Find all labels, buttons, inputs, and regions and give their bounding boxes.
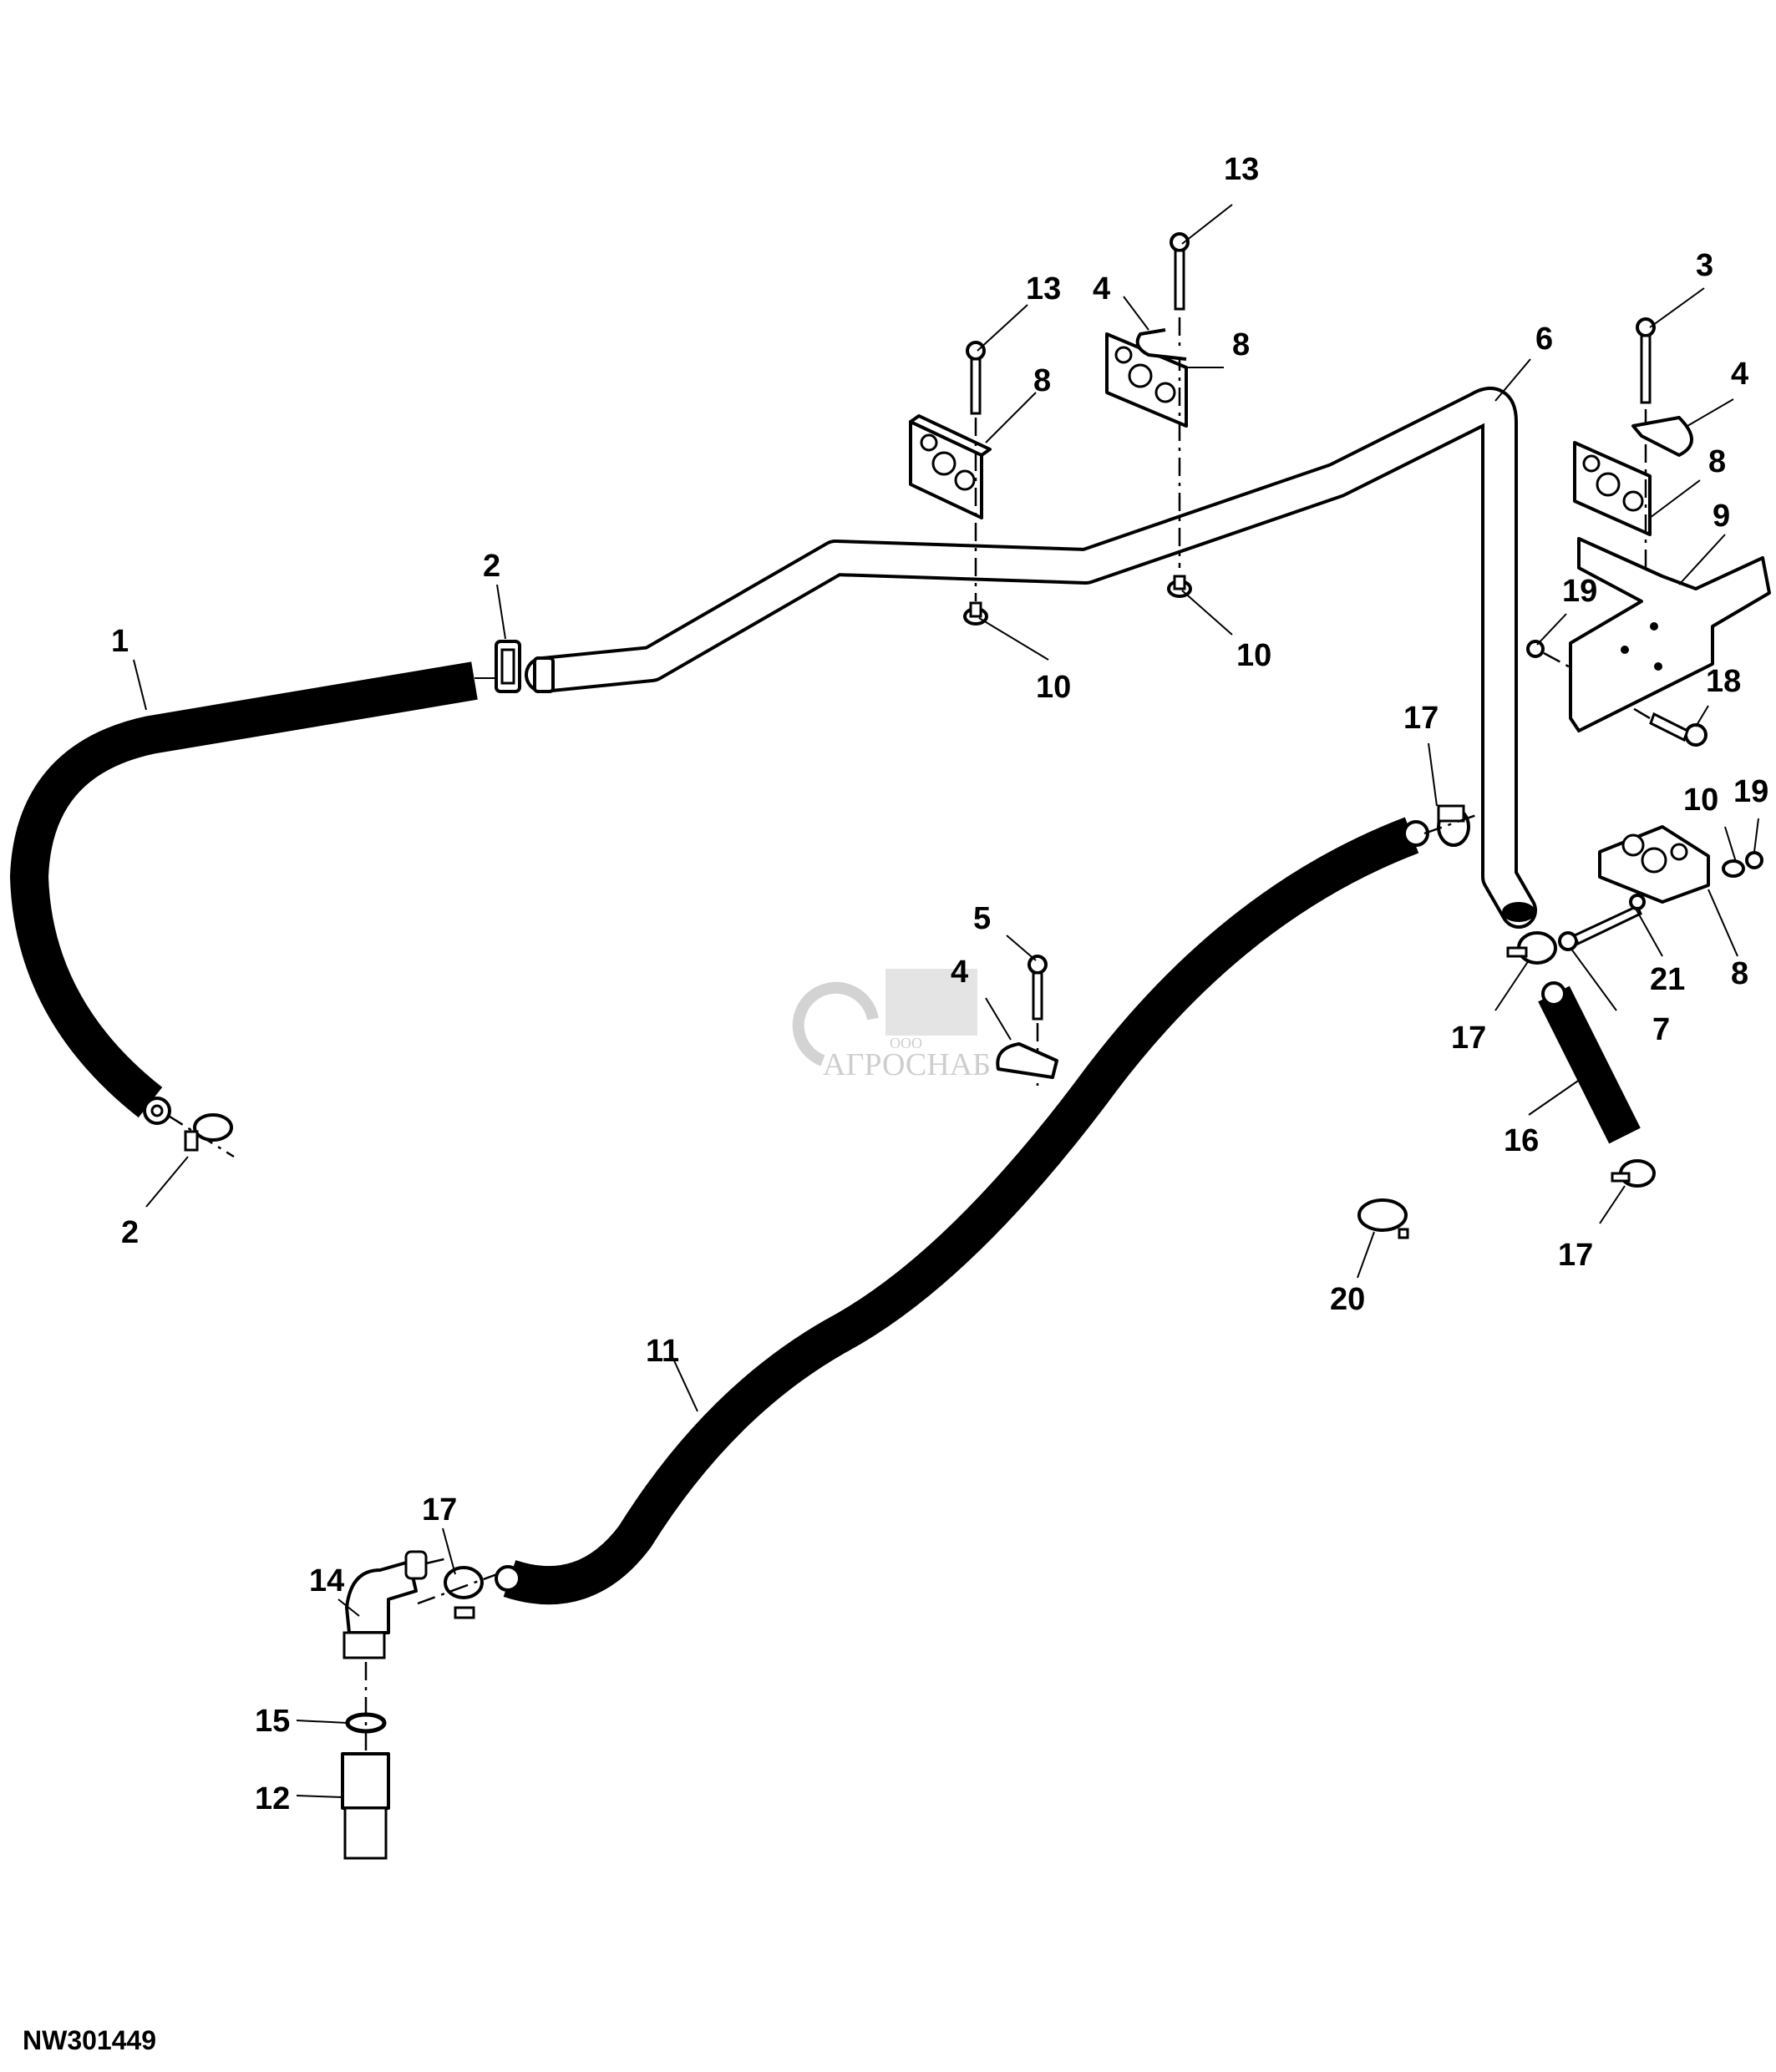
callout-17-c: 17 — [1558, 1238, 1593, 1273]
p-clip-4-c — [996, 1042, 1058, 1079]
callout-8-a: 8 — [1033, 363, 1051, 398]
clamp-block-8-c — [1573, 441, 1652, 536]
clamp-17-d — [417, 1566, 498, 1619]
callout-20: 20 — [1330, 1282, 1365, 1317]
hose-1 — [10, 661, 478, 1125]
watermark-logo: ООО АГРОСНАБ — [792, 969, 991, 1082]
callout-2-lower: 2 — [121, 1215, 139, 1250]
p-clip-4-a — [1135, 328, 1187, 361]
bolt-7 — [1558, 904, 1642, 951]
nut-10-c — [1722, 859, 1745, 878]
callout-2-upper: 2 — [483, 549, 500, 584]
callout-18: 18 — [1706, 664, 1741, 699]
callout-10-b: 10 — [1236, 638, 1271, 673]
nut-10-b — [1167, 575, 1192, 598]
callout-17-a: 17 — [1403, 701, 1439, 736]
clamp-block-8-a — [909, 414, 992, 519]
clamp-2-lower — [166, 1113, 235, 1158]
clamp-block-8-d — [1598, 825, 1710, 904]
elbow-14 — [343, 1550, 452, 1659]
nut-10-a — [963, 601, 988, 626]
callout-8-b: 8 — [1232, 327, 1250, 362]
p-clip-4-b — [1631, 416, 1693, 457]
callout-16: 16 — [1504, 1123, 1539, 1158]
combine-harvester-icon — [885, 969, 977, 1036]
callout-19-b: 19 — [1733, 774, 1768, 809]
callout-5: 5 — [973, 901, 991, 936]
bracket-9 — [1569, 537, 1771, 732]
callout-1: 1 — [111, 624, 129, 659]
callout-4-center: 4 — [951, 955, 968, 990]
callout-17-b: 17 — [1451, 1021, 1486, 1056]
callouts: 1 2 2 3 4 4 4 5 6 7 8 8 8 8 9 10 10 10 1… — [111, 152, 1768, 1816]
callout-19-a: 19 — [1562, 574, 1597, 609]
hose-16 — [1538, 981, 1641, 1144]
callout-14: 14 — [309, 1563, 344, 1598]
callout-10-a: 10 — [1036, 670, 1071, 705]
callout-10-c: 10 — [1683, 783, 1718, 818]
adapter-12 — [341, 1662, 390, 1860]
callout-6: 6 — [1535, 322, 1553, 357]
callout-7: 7 — [1652, 1012, 1670, 1047]
callout-8-c: 8 — [1708, 444, 1726, 479]
bolt-13-a — [966, 341, 986, 601]
tube-6 — [525, 387, 1537, 929]
clamp-17-b — [1506, 931, 1557, 965]
clamp-2-upper — [474, 640, 521, 693]
gear-icon — [792, 981, 879, 1066]
leader-lines — [133, 204, 1759, 1798]
callout-9: 9 — [1713, 499, 1730, 534]
hose-11 — [495, 817, 1429, 1605]
callout-17-d: 17 — [422, 1492, 457, 1527]
callout-13-a: 13 — [1026, 271, 1061, 306]
callout-4-right: 4 — [1731, 357, 1748, 392]
clamp-17-a — [1423, 804, 1479, 847]
clamp-17-c — [1611, 1159, 1656, 1188]
callout-21: 21 — [1650, 962, 1685, 997]
callout-3: 3 — [1696, 248, 1713, 283]
figure-id: NW301449 — [23, 2025, 157, 2055]
watermark-name: АГРОСНАБ — [823, 1047, 991, 1082]
nut-19-b — [1745, 851, 1763, 869]
callout-13-b: 13 — [1224, 152, 1259, 187]
callout-8-d: 8 — [1731, 956, 1748, 991]
callout-15: 15 — [255, 1704, 290, 1739]
watermark-prefix: ООО — [890, 1035, 922, 1051]
callout-12: 12 — [255, 1781, 290, 1816]
clamp-20 — [1357, 1198, 1409, 1239]
callout-11: 11 — [646, 1334, 679, 1369]
washer-21 — [1629, 894, 1646, 910]
callout-4-top: 4 — [1093, 271, 1110, 306]
bolt-3 — [1636, 317, 1656, 576]
